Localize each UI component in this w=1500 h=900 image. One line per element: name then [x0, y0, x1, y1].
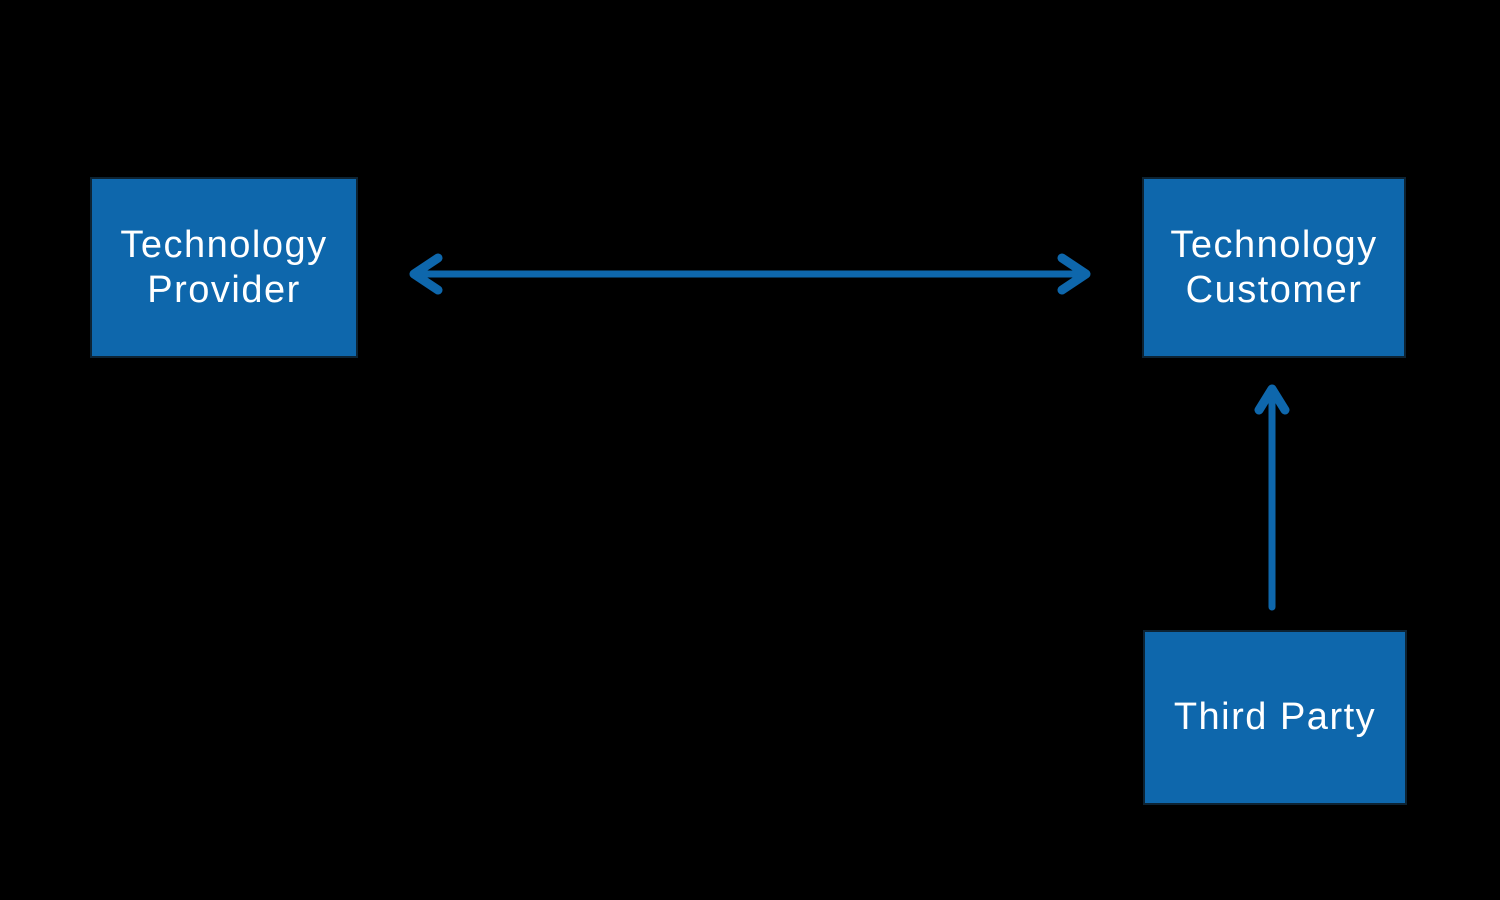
- node-third-party-label: Third Party: [1173, 696, 1377, 739]
- arrowhead-left-icon: [409, 253, 443, 295]
- arrowhead-up-icon: [1254, 384, 1290, 415]
- node-technology-customer: Technology Customer: [1142, 177, 1406, 358]
- node-third-party: Third Party: [1143, 630, 1407, 805]
- node-technology-provider: Technology Provider: [90, 177, 358, 358]
- arrowhead-right-icon: [1057, 253, 1091, 295]
- node-technology-customer-label: Technology Customer: [1170, 223, 1378, 311]
- double-arrow-provider-customer: [409, 253, 1091, 295]
- node-technology-provider-label: Technology Provider: [120, 223, 328, 311]
- arrow-third-party-to-customer: [1254, 384, 1290, 611]
